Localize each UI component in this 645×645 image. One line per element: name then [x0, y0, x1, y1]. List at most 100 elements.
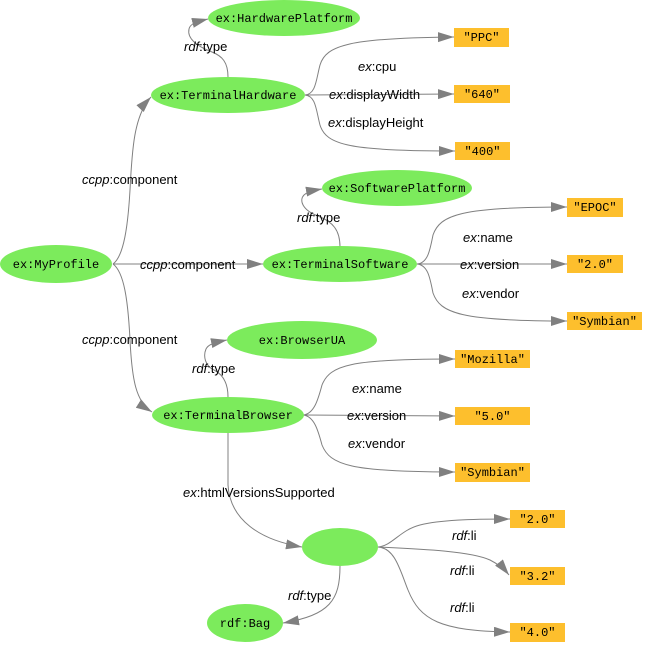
edge-label-local: :version — [361, 408, 407, 423]
node-label: ex:TerminalHardware — [160, 89, 297, 103]
edge-label-prefix: ex — [183, 485, 197, 500]
edges — [112, 18, 568, 637]
edge-label-local: :name — [477, 230, 513, 245]
literal-label: "EPOC" — [573, 201, 616, 215]
edge-label-prefix: ex — [463, 230, 477, 245]
literal-hw-width[interactable]: "640" — [454, 85, 510, 103]
literal-label: "3.2" — [519, 570, 555, 584]
edge-label-prefix: ex — [460, 257, 474, 272]
literal-hw-height[interactable]: "400" — [455, 142, 510, 160]
node-label: ex:HardwarePlatform — [216, 12, 353, 26]
edge-terminalhardware-displayheight — [304, 94, 456, 156]
edge-label-prefix: rdf — [192, 361, 209, 376]
edge-label: rdf:type — [192, 361, 235, 376]
edge-label-prefix: ex — [329, 87, 343, 102]
edge-myprofile-terminalhardware — [112, 96, 152, 265]
edge-blank-li2 — [377, 546, 510, 576]
literal-label: "400" — [464, 145, 500, 159]
edge-terminalhardware-hardwareplatform — [188, 18, 229, 78]
edge-label-prefix: ex — [358, 59, 372, 74]
literal-sw-version[interactable]: "2.0" — [567, 255, 623, 273]
edge-label: ex:htmlVersionsSupported — [183, 485, 335, 500]
node-label: ex:TerminalSoftware — [272, 258, 409, 272]
edge-label-local: :type — [199, 39, 227, 54]
edge-label-prefix: ex — [462, 286, 476, 301]
edge-label-local: :type — [207, 361, 235, 376]
edge-label-local: :vendor — [362, 436, 406, 451]
literal-bag-li1[interactable]: "2.0" — [510, 510, 565, 528]
literal-bag-li3[interactable]: "4.0" — [510, 623, 565, 642]
edge-label-local: :li — [465, 563, 475, 578]
node-label: ex:SoftwarePlatform — [329, 182, 466, 196]
literal-br-version[interactable]: "5.0" — [455, 407, 530, 425]
edge-label-prefix: ex — [348, 436, 362, 451]
literal-hw-cpu[interactable]: "PPC" — [454, 28, 509, 47]
edge-label-local: :type — [312, 210, 340, 225]
edge-label-prefix: ex — [328, 115, 342, 130]
edge-label-local: :vendor — [476, 286, 520, 301]
literal-sw-vendor[interactable]: "Symbian" — [567, 312, 642, 330]
node-hardware-platform[interactable]: ex:HardwarePlatform — [208, 0, 360, 36]
edge-label-prefix: ccpp — [82, 172, 109, 187]
edge-label-local: :type — [303, 588, 331, 603]
edge-label-local: :htmlVersionsSupported — [197, 485, 335, 500]
edge-terminalsoftware-softwareplatform — [301, 186, 341, 248]
edge-label: ex:version — [347, 408, 406, 423]
edge-label-local: :component — [109, 172, 177, 187]
node-terminal-browser[interactable]: ex:TerminalBrowser — [152, 397, 304, 433]
edge-label: ccpp:component — [82, 332, 178, 347]
literal-label: "5.0" — [474, 410, 510, 424]
edge-label-prefix: ex — [347, 408, 361, 423]
node-terminal-hardware[interactable]: ex:TerminalHardware — [151, 77, 305, 113]
edge-label: rdf:li — [450, 600, 475, 615]
resource-nodes: ex:MyProfile ex:TerminalHardware ex:Hard… — [0, 0, 472, 642]
edge-label-prefix: rdf — [297, 210, 314, 225]
node-label: ex:TerminalBrowser — [163, 409, 293, 423]
edge-label: ex:displayWidth — [329, 87, 420, 102]
edge-terminalbrowser-browserua — [204, 338, 229, 398]
edge-label-local: :displayHeight — [342, 115, 424, 130]
edge-label-local: :version — [474, 257, 520, 272]
literal-label: "2.0" — [577, 258, 613, 272]
edge-label-prefix: rdf — [450, 563, 467, 578]
edge-label: rdf:type — [288, 588, 331, 603]
edge-label: ex:name — [352, 381, 402, 396]
node-label: rdf:Bag — [220, 617, 270, 631]
node-software-platform[interactable]: ex:SoftwarePlatform — [322, 170, 472, 206]
edge-label: ex:displayHeight — [328, 115, 424, 130]
node-rdf-bag[interactable]: rdf:Bag — [207, 604, 283, 642]
edge-labels: ccpp:component ccpp:component ccpp:compo… — [82, 39, 520, 615]
edge-label-prefix: rdf — [452, 528, 469, 543]
edge-label: ex:name — [463, 230, 513, 245]
literal-label: "2.0" — [519, 513, 555, 527]
edge-label: ex:vendor — [348, 436, 406, 451]
node-blank[interactable] — [302, 528, 378, 566]
literal-label: "Symbian" — [460, 466, 525, 480]
edge-blank-li1 — [377, 514, 511, 548]
literal-sw-name[interactable]: "EPOC" — [567, 198, 623, 217]
edge-label: ex:vendor — [462, 286, 520, 301]
edge-label-prefix: ex — [352, 381, 366, 396]
edge-label: rdf:li — [450, 563, 475, 578]
literal-br-name[interactable]: "Mozilla" — [455, 350, 530, 368]
edge-label: rdf:type — [297, 210, 340, 225]
edge-label: ccpp:component — [82, 172, 178, 187]
edge-label-prefix: ccpp — [140, 257, 167, 272]
node-my-profile[interactable]: ex:MyProfile — [0, 245, 112, 283]
edge-label: ex:version — [460, 257, 519, 272]
literal-label: "4.0" — [519, 626, 555, 640]
node-terminal-software[interactable]: ex:TerminalSoftware — [263, 246, 417, 282]
edge-terminalhardware-displaywidth — [304, 89, 455, 100]
literal-br-vendor[interactable]: "Symbian" — [455, 463, 530, 482]
node-browser-ua[interactable]: ex:BrowserUA — [227, 321, 377, 359]
edge-label: rdf:li — [452, 528, 477, 543]
edge-label: rdf:type — [184, 39, 227, 54]
edge-label-local: :component — [167, 257, 235, 272]
edge-label-local: :cpu — [372, 59, 397, 74]
literal-bag-li2[interactable]: "3.2" — [510, 567, 565, 585]
edge-label: ccpp:component — [140, 257, 236, 272]
edge-terminalbrowser-version — [302, 410, 456, 421]
edge-terminalbrowser-name — [302, 354, 456, 416]
edge-label-local: :component — [109, 332, 177, 347]
